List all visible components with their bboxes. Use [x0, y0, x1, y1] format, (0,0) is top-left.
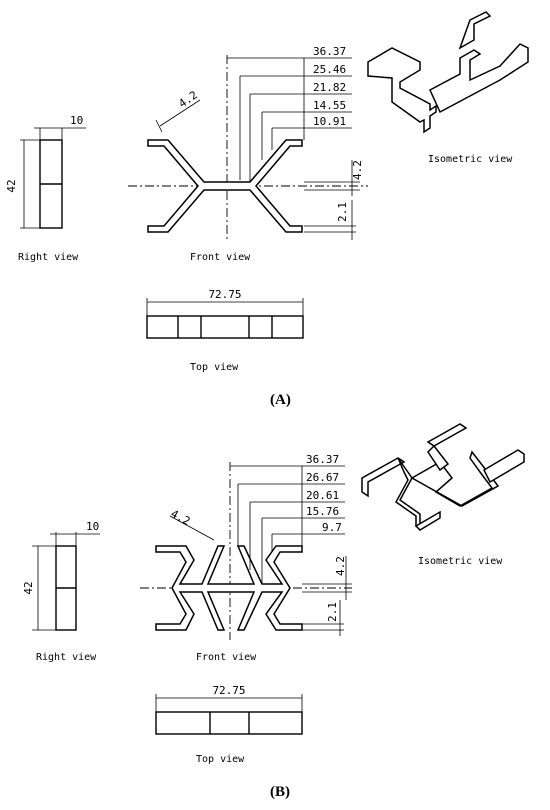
top-view-a: 72.75 Top view: [146, 288, 304, 373]
top-view-title: Top view: [196, 754, 245, 765]
top-view-body: [146, 315, 304, 339]
right-view-title: Right view: [18, 252, 79, 263]
right-view-a: 10 42 Right view: [5, 114, 86, 263]
stack-dimensions: 36.37 26.67 20.61 15.76 9.7: [230, 453, 345, 584]
thickness-dim-label: 4.2: [169, 507, 193, 528]
stack-dimensions: 36.37 25.46 21.82 14.55 10.91: [227, 45, 352, 182]
panel-b: 10 42 Right view 4.2: [22, 423, 525, 800]
isometric-view-a: Isometric view: [367, 11, 529, 165]
dim-label-2: 25.46: [313, 63, 346, 76]
dim-label-2: 26.67: [306, 471, 339, 484]
dim-label-1: 36.37: [313, 45, 346, 58]
side-dim-label-1: 4.2: [351, 160, 364, 180]
height-dim-label: 42: [5, 179, 18, 192]
top-view-body: [155, 711, 303, 735]
iso-view-title: Isometric view: [418, 556, 503, 567]
dim-label-4: 15.76: [306, 505, 339, 518]
side-dim-label-1: 4.2: [334, 556, 347, 576]
panel-label-a: (A): [270, 392, 291, 408]
width-dim-label: 10: [86, 520, 99, 533]
isometric-view-b: Isometric view: [361, 423, 525, 567]
top-view-b: 72.75 Top view: [155, 684, 303, 765]
top-view-title: Top view: [190, 362, 239, 373]
iso-view-title: Isometric view: [428, 154, 513, 165]
side-dim-label-2: 2.1: [326, 602, 339, 622]
panel-a: 10 42 Right view 4.2: [5, 11, 529, 408]
dim-label-5: 9.7: [322, 521, 342, 534]
dim-label-3: 20.61: [306, 489, 339, 502]
length-dim-label: 72.75: [212, 684, 245, 697]
front-view-title: Front view: [196, 652, 257, 663]
dim-label-3: 21.82: [313, 81, 346, 94]
dim-label-1: 36.37: [306, 453, 339, 466]
right-view-title: Right view: [36, 652, 97, 663]
front-view-a: 4.2 36.37 25.46 21.82 14.55 10.91: [128, 45, 368, 263]
front-view-b: 4.2 36.37 26.67 20.61 15.76 9.7: [140, 453, 352, 663]
front-profile: [147, 139, 303, 233]
front-profile: [155, 545, 303, 631]
right-view-b: 10 42 Right view: [22, 520, 100, 663]
dim-label-4: 14.55: [313, 99, 346, 112]
dim-label-5: 10.91: [313, 115, 346, 128]
panel-label-b: (B): [270, 784, 290, 800]
height-dim-label: 42: [22, 581, 35, 594]
length-dim-label: 72.75: [208, 288, 241, 301]
thickness-dim-label: 4.2: [176, 88, 200, 110]
width-dim-label: 10: [70, 114, 83, 127]
front-view-title: Front view: [190, 252, 251, 263]
side-dim-label-2: 2.1: [336, 202, 349, 222]
